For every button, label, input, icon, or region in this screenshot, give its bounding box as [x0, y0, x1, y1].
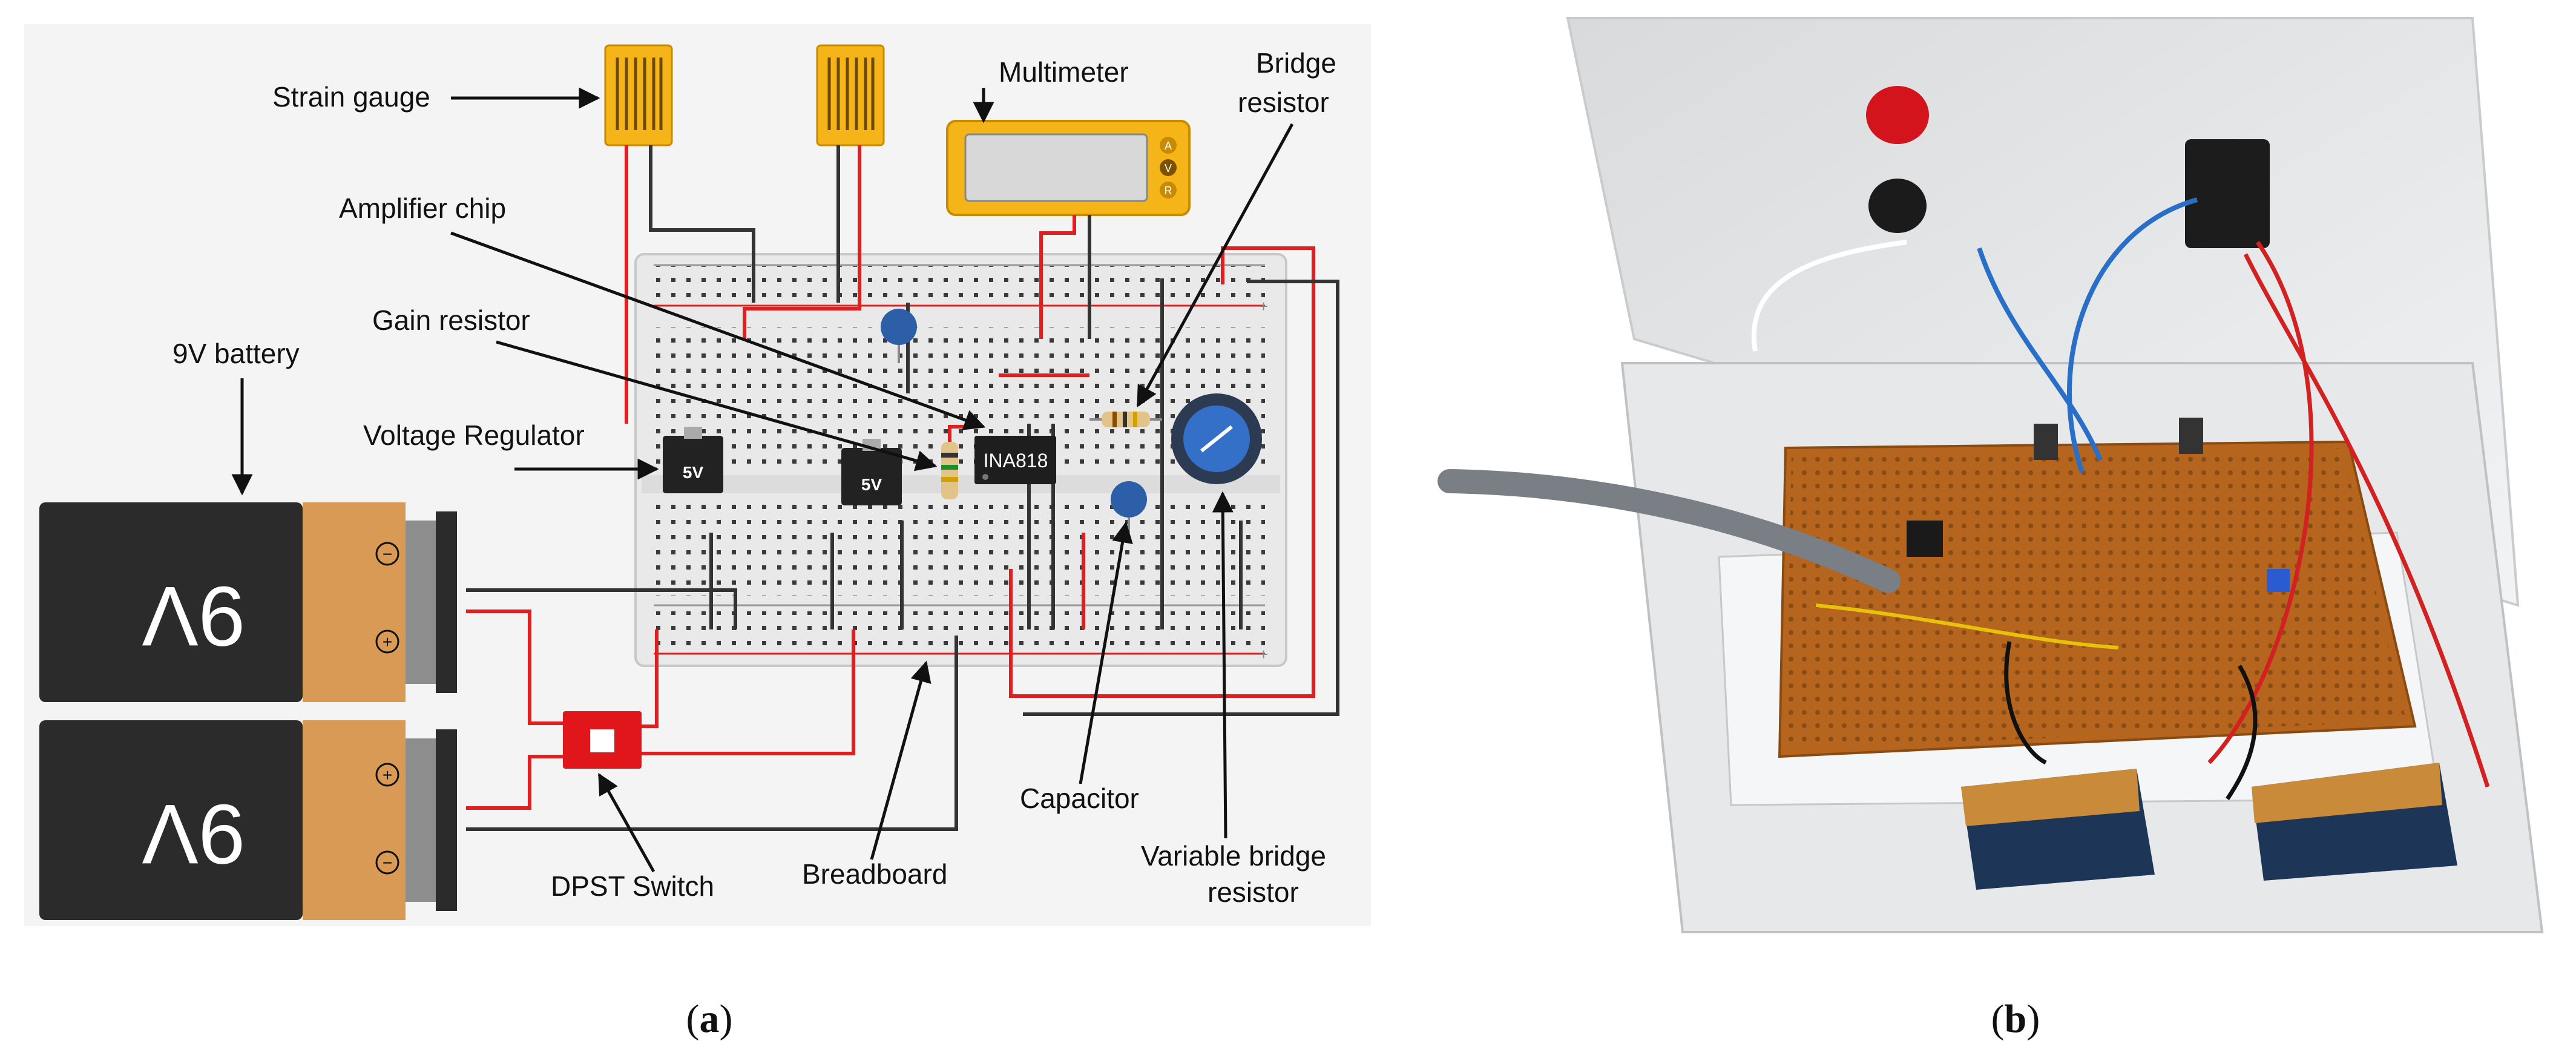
- photo-black-terminal: [1868, 179, 1927, 233]
- label-amplifier-chip: Amplifier chip: [339, 192, 506, 224]
- battery-1-neg-terminal: −: [383, 545, 392, 564]
- label-strain-gauge: Strain gauge: [272, 81, 430, 113]
- photo-trimmer: [2267, 569, 2290, 592]
- caption-a-letter: a: [700, 997, 720, 1041]
- label-variable-bridge-resistor-line1: Variable bridge: [1141, 840, 1326, 872]
- multimeter: A V R: [946, 120, 1191, 339]
- regulator-1-label: 5V: [683, 463, 704, 482]
- chip-label: INA818: [984, 450, 1048, 472]
- regulator-2-label: 5V: [861, 475, 882, 494]
- amplifier-chip: INA818: [974, 436, 1056, 484]
- multimeter-button-r: R: [1165, 185, 1172, 197]
- label-variable-bridge-resistor-line2: resistor: [1208, 876, 1299, 908]
- photo-battery-2: [2252, 763, 2457, 881]
- strain-gauge-2: [743, 44, 885, 339]
- bridge-resistor: [1089, 412, 1162, 427]
- battery-2-label: 9V: [142, 787, 245, 882]
- label-dpst-switch: DPST Switch: [551, 870, 714, 902]
- caption-b: (b): [1991, 997, 2040, 1041]
- dpst-switch: [563, 711, 642, 769]
- label-breadboard: Breadboard: [802, 858, 947, 890]
- variable-bridge-resistor: [1171, 393, 1262, 484]
- battery-2-pos-terminal: +: [383, 766, 392, 784]
- caption-b-letter: b: [2005, 997, 2027, 1041]
- battery-2-neg-terminal: −: [383, 853, 392, 872]
- battery-1-pos-terminal: +: [383, 632, 392, 651]
- battery-2: 9V + −: [39, 720, 457, 920]
- photo-cable: [1438, 469, 1901, 593]
- photo-regulator-1: [2034, 424, 2058, 460]
- photo-red-terminal: [1866, 86, 1929, 144]
- label-battery: 9V battery: [172, 338, 300, 369]
- panel-b-photo: (b): [1438, 17, 2572, 1041]
- multimeter-button-a: A: [1165, 140, 1172, 152]
- svg-text:+: +: [1259, 297, 1268, 315]
- label-multimeter: Multimeter: [999, 56, 1129, 88]
- breadboard-wires: [709, 246, 1339, 716]
- photo-regulator-2: [2179, 418, 2203, 454]
- voltage-regulator-1: 5V: [663, 427, 723, 493]
- capacitor-1: [881, 309, 917, 363]
- label-bridge-resistor-line2: resistor: [1238, 87, 1329, 118]
- battery-1-label: 9V: [142, 569, 245, 664]
- label-capacitor: Capacitor: [1020, 783, 1139, 814]
- svg-text:+: +: [1259, 645, 1268, 663]
- label-gain-resistor: Gain resistor: [372, 304, 530, 336]
- label-bridge-resistor-line1: Bridge: [1256, 47, 1336, 79]
- photo-rocker-switch: [2185, 139, 2270, 248]
- panel-a: + + A V R: [24, 24, 1371, 1041]
- battery-1: 9V − +: [39, 502, 457, 702]
- multimeter-button-v: V: [1165, 162, 1172, 174]
- strain-gauge-1: [604, 44, 755, 424]
- label-voltage-regulator: Voltage Regulator: [363, 419, 585, 451]
- photo-chip: [1907, 521, 1943, 557]
- photo-battery-1: [1961, 769, 2155, 890]
- caption-a: (a): [686, 997, 733, 1041]
